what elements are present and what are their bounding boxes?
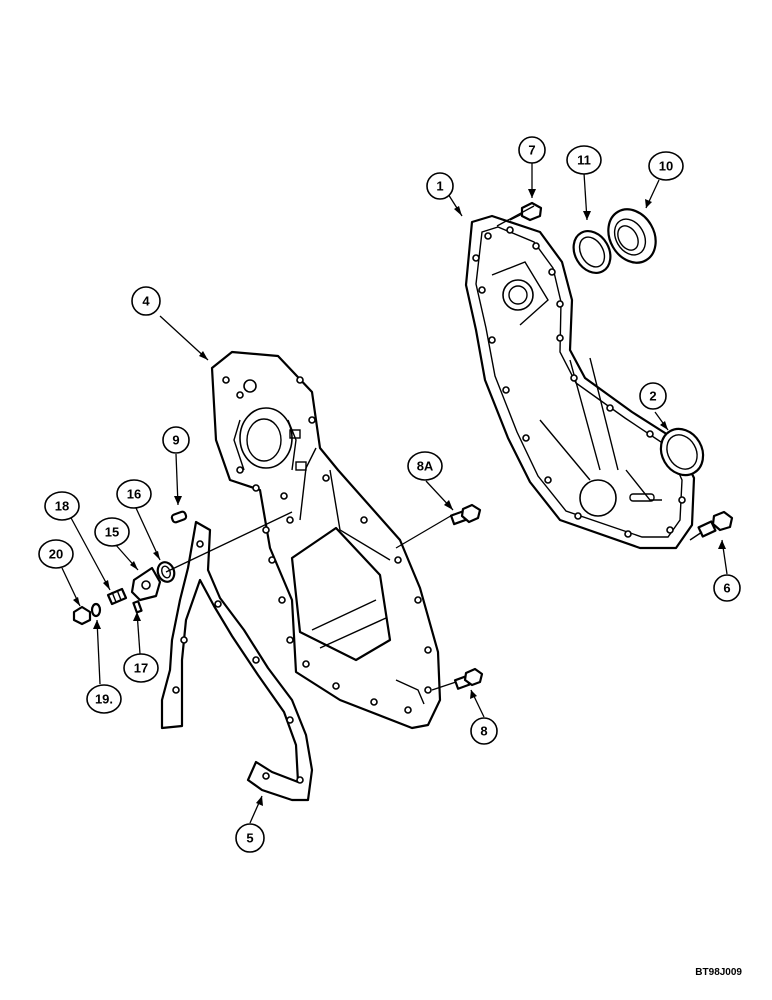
callout-19: 19. xyxy=(86,684,122,714)
part-gasket xyxy=(160,520,314,802)
callout-label: 1 xyxy=(436,179,443,194)
callout-18: 18 xyxy=(44,491,80,521)
callout-8a: 8A xyxy=(407,451,443,481)
callout-label: 8 xyxy=(480,724,487,739)
callout-label: 7 xyxy=(528,143,535,158)
callout-4: 4 xyxy=(131,286,161,316)
part-oil-seal-10 xyxy=(607,208,657,264)
callout-6: 6 xyxy=(713,574,741,602)
callouts: 1 2 4 5 6 7 8 xyxy=(38,136,741,853)
callout-label: 6 xyxy=(723,581,730,596)
cover-lower-bore xyxy=(579,479,617,517)
leader-arrowheads xyxy=(73,189,726,806)
part-bolt-8 xyxy=(453,667,484,690)
callout-label: 15 xyxy=(105,525,119,540)
callout-8: 8 xyxy=(470,717,498,745)
part-washer-19 xyxy=(90,602,102,618)
callout-label: 17 xyxy=(134,661,148,676)
part-bolt-8a xyxy=(449,503,482,526)
callout-15: 15 xyxy=(94,517,130,547)
callout-9: 9 xyxy=(162,426,190,454)
part-screw-17 xyxy=(132,600,143,614)
callout-label: 8A xyxy=(417,459,434,474)
callout-label: 11 xyxy=(577,153,591,168)
part-nut-20 xyxy=(72,605,92,626)
callout-2: 2 xyxy=(639,382,667,410)
part-dowel-pin-9 xyxy=(170,510,188,524)
callout-20: 20 xyxy=(38,539,74,569)
part-gear-cover xyxy=(464,214,696,550)
callout-label: 18 xyxy=(55,499,69,514)
callout-label: 19. xyxy=(95,692,113,707)
callout-11: 11 xyxy=(566,145,602,175)
callout-label: 4 xyxy=(142,294,150,309)
part-front-plate xyxy=(210,350,442,730)
drawing-code: BT98J009 xyxy=(695,967,742,978)
cover-bolt-holes xyxy=(472,226,686,538)
callout-16: 16 xyxy=(116,479,152,509)
callout-5: 5 xyxy=(235,823,265,853)
part-fitting-18 xyxy=(106,587,128,606)
cover-seal-bore xyxy=(502,279,534,311)
part-seal-ring-2 xyxy=(659,427,705,477)
part-bolt-7 xyxy=(509,201,543,222)
callout-1: 1 xyxy=(426,172,454,200)
callout-label: 5 xyxy=(246,831,253,846)
plate-bolt-holes xyxy=(222,376,432,714)
callout-10: 10 xyxy=(648,151,684,181)
plate-bore xyxy=(239,407,293,469)
callout-17: 17 xyxy=(123,653,159,683)
part-bracket-15 xyxy=(130,566,162,602)
part-seal-ring-11 xyxy=(572,230,612,274)
callout-label: 10 xyxy=(659,159,673,174)
callout-label: 9 xyxy=(172,433,179,448)
callout-label: 2 xyxy=(649,389,656,404)
callout-label: 20 xyxy=(49,547,63,562)
callout-7: 7 xyxy=(518,136,546,164)
callout-label: 16 xyxy=(127,487,141,502)
part-bolt-6 xyxy=(689,510,734,541)
leader-lines xyxy=(61,163,728,824)
